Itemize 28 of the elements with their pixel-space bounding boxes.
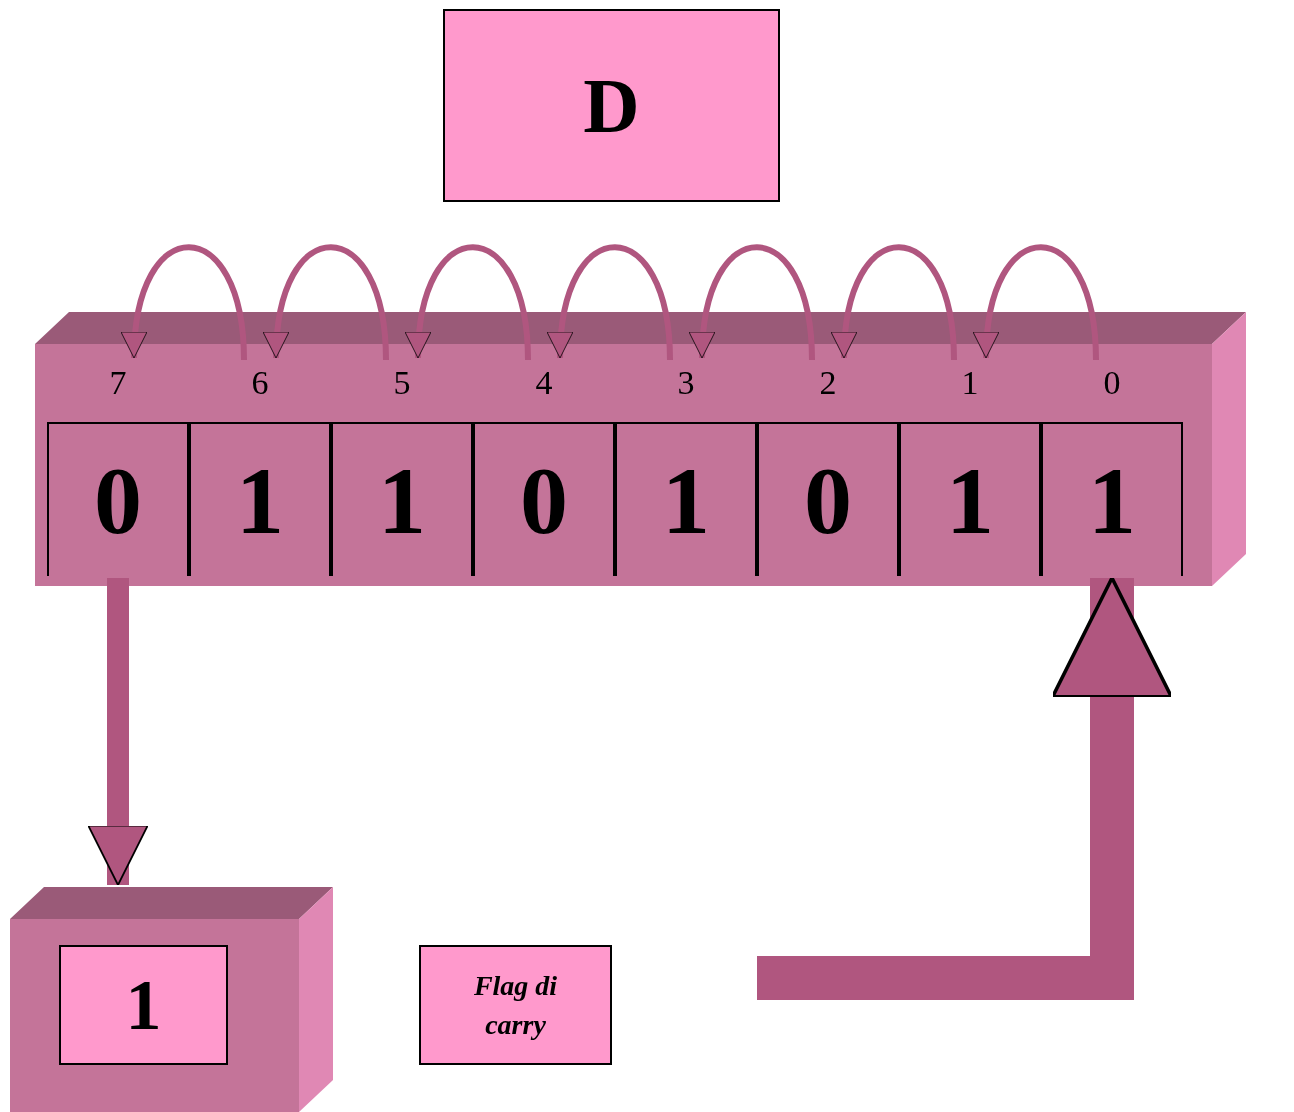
bit-value-cell: 1 [1041,422,1183,576]
curved-arrow [974,244,1099,361]
bit-index: 7 [108,364,128,402]
bit-index: 6 [250,364,270,402]
curved-arrow [832,244,957,361]
bit-index: 2 [818,364,838,402]
curved-arrow [406,244,531,361]
flag-label-box: Flag di carry [419,945,612,1065]
bit-value-cell: 1 [189,422,331,576]
down-arrow [87,578,149,886]
bent-arrow [757,576,1174,1000]
register-name-box: D [443,9,780,202]
bit-index: 5 [392,364,412,402]
carry-bit-box: 1 [59,945,228,1065]
curved-arrow [548,244,673,361]
bit-value-cell: 1 [331,422,473,576]
curved-arrow [122,244,247,361]
curved-arrow [690,244,815,361]
bit-value-cell: 0 [757,422,899,576]
bit-value-cell: 1 [899,422,1041,576]
curved-arrow [264,244,389,361]
bit-index: 4 [534,364,554,402]
bit-index: 0 [1102,364,1122,402]
bit-index: 3 [676,364,696,402]
bit-value-cell: 0 [473,422,615,576]
bit-index: 1 [960,364,980,402]
bit-value-cell: 0 [47,422,189,576]
bit-value-cell: 1 [615,422,757,576]
